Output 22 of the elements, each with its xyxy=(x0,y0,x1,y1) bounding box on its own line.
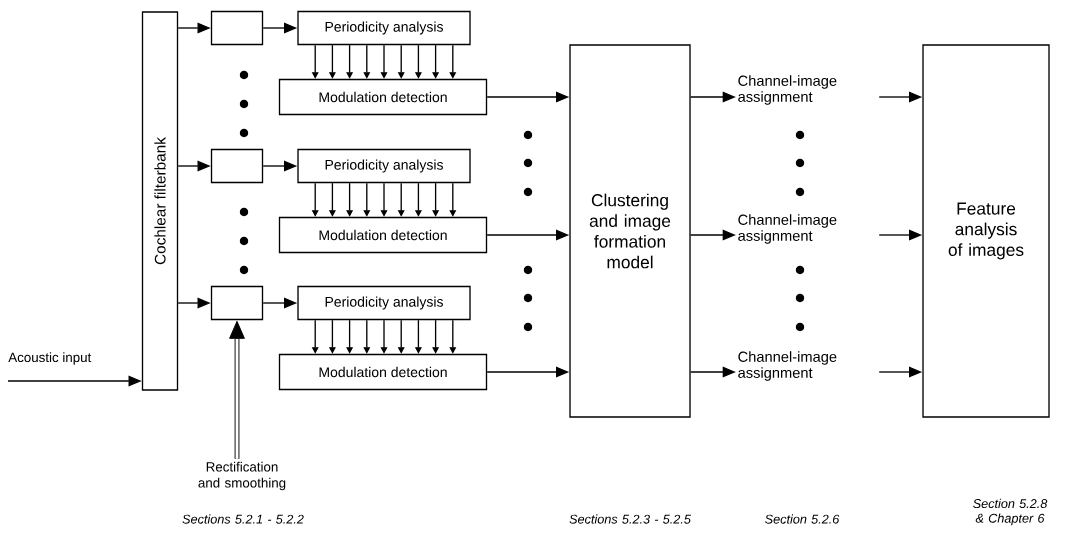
input-label: Acoustic input xyxy=(8,352,92,365)
arrow xyxy=(229,320,245,459)
filterbank-box: Cochlear filterbank xyxy=(141,11,179,391)
stage-box xyxy=(210,10,264,46)
stage-label: Channel-image assignment xyxy=(738,214,837,244)
process-box: Modulation detection xyxy=(278,353,488,391)
process-box: Periodicity analysis xyxy=(297,10,471,46)
section-label: Sections 5.2.1 - 5.2.2 xyxy=(182,514,304,524)
section-label: Section 5.2.6 xyxy=(765,514,840,524)
process-box: Modulation detection xyxy=(278,216,488,254)
process-box: Clustering and image formation model xyxy=(569,44,691,418)
stage-label: Channel-image assignment xyxy=(738,75,837,105)
stage-box xyxy=(210,285,264,321)
section-label: Section 5.2.8 & Chapter 6 xyxy=(973,498,1048,526)
section-label: Sections 5.2.3 - 5.2.5 xyxy=(569,514,691,524)
process-box: Periodicity analysis xyxy=(297,285,471,321)
stage-box xyxy=(210,148,264,184)
process-box: Feature analysis of images xyxy=(922,44,1050,418)
stage-label: Channel-image assignment xyxy=(738,351,837,381)
process-box: Periodicity analysis xyxy=(297,148,471,184)
process-box: Modulation detection xyxy=(278,78,488,116)
input-label: Rectification and smoothing xyxy=(198,461,286,491)
